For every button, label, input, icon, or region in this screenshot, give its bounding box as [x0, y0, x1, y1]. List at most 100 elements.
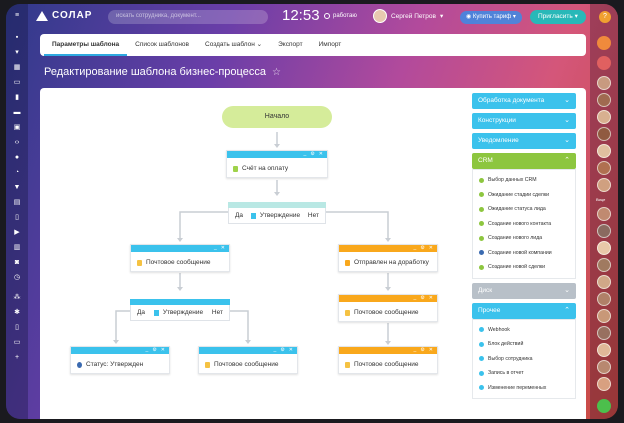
settings-icon[interactable]: ⚙: [280, 347, 285, 353]
avatar[interactable]: [597, 127, 611, 141]
globe-icon[interactable]: ●: [14, 154, 20, 161]
minimize-icon[interactable]: _: [413, 347, 417, 353]
invoice-node[interactable]: _⚙✕ Счёт на оплату: [226, 150, 328, 178]
calendar-icon[interactable]: ▭: [13, 79, 21, 86]
settings-icon[interactable]: ⚙: [420, 295, 425, 301]
drive-icon[interactable]: ▬: [13, 109, 21, 116]
tab-create-template[interactable]: Создать шаблон ⌄: [205, 41, 263, 48]
section-disk[interactable]: Диск⌄: [472, 282, 576, 299]
avatar[interactable]: [597, 207, 611, 221]
chart-icon[interactable]: ▮: [15, 94, 19, 101]
chat-icon[interactable]: ▪: [15, 34, 19, 41]
help-icon[interactable]: ?: [599, 11, 611, 23]
section-notification[interactable]: Уведомление⌄: [472, 133, 576, 149]
avatar[interactable]: [597, 161, 611, 175]
tab-template-list[interactable]: Список шаблонов: [135, 41, 190, 48]
close-icon[interactable]: ✕: [220, 245, 225, 251]
code-icon[interactable]: ‹›: [14, 139, 20, 146]
condition-node[interactable]: Да Утверждение Нет: [228, 202, 326, 224]
avatar[interactable]: [597, 309, 611, 323]
mail-node[interactable]: _⚙✕ Почтовое сообщение: [338, 346, 438, 374]
phone-icon[interactable]: [597, 399, 611, 413]
time-icon[interactable]: ◷: [13, 274, 21, 281]
network-icon[interactable]: ⁂: [13, 294, 21, 301]
minimize-icon[interactable]: _: [413, 245, 417, 251]
logo[interactable]: СОЛАР: [36, 10, 92, 21]
user-menu[interactable]: Сергей Петров▾: [373, 9, 443, 23]
notifications-icon[interactable]: [597, 36, 611, 50]
list-item[interactable]: Блок действий: [473, 337, 575, 352]
filter-icon[interactable]: ▾: [15, 49, 19, 56]
mail-node[interactable]: _⚙✕ Почтовое сообщение: [198, 346, 298, 374]
mail-node[interactable]: _✕ Почтовое сообщение: [130, 244, 230, 272]
section-document-processing[interactable]: Обработка документа⌄: [472, 93, 576, 109]
start-node[interactable]: Начало: [222, 106, 332, 128]
list-item[interactable]: Создание нового лида: [473, 231, 575, 246]
menu-icon[interactable]: ≡: [14, 12, 20, 19]
minimize-icon[interactable]: _: [413, 295, 417, 301]
mail-node[interactable]: _⚙✕ Почтовое сообщение: [338, 294, 438, 322]
list-item[interactable]: Создание новой компании: [473, 246, 575, 261]
monitor-icon[interactable]: ▭: [13, 339, 21, 346]
avatar[interactable]: [597, 241, 611, 255]
minimize-icon[interactable]: _: [214, 245, 217, 251]
video-icon[interactable]: ▶: [14, 229, 20, 236]
star-icon[interactable]: ☆: [271, 66, 281, 78]
close-icon[interactable]: ✕: [428, 245, 433, 251]
close-icon[interactable]: ✕: [288, 347, 293, 353]
avatar[interactable]: [597, 93, 611, 107]
cart-icon[interactable]: ▼: [13, 184, 21, 191]
search-small-icon[interactable]: [597, 56, 611, 70]
list-item[interactable]: Запись в отчет: [473, 366, 575, 381]
avatar[interactable]: [597, 326, 611, 340]
settings-icon[interactable]: ⚙: [310, 151, 315, 157]
buy-tariff-button[interactable]: ◉ Купить тариф ▾: [460, 11, 522, 24]
settings-icon[interactable]: ⚙: [420, 347, 425, 353]
tab-template-params[interactable]: Параметры шаблона: [44, 34, 128, 56]
add-icon[interactable]: +: [14, 354, 20, 361]
list-item[interactable]: Выбор сотрудника: [473, 352, 575, 367]
grid-icon[interactable]: ▦: [13, 64, 21, 71]
avatar[interactable]: [597, 178, 611, 192]
rework-node[interactable]: _⚙✕ Отправлен на доработку: [338, 244, 438, 272]
settings-icon[interactable]: ⚙: [152, 347, 157, 353]
avatar[interactable]: [597, 224, 611, 238]
minimize-icon[interactable]: _: [145, 347, 149, 353]
mobile-icon[interactable]: ▯: [15, 324, 19, 331]
condition-node[interactable]: Да Утверждение Нет: [130, 299, 230, 321]
avatar[interactable]: [597, 258, 611, 272]
tab-import[interactable]: Импорт: [318, 41, 342, 48]
list-item[interactable]: Ожидание статуса лида: [473, 202, 575, 217]
list-item[interactable]: Ожидание стадии сделки: [473, 188, 575, 203]
avatar[interactable]: [597, 360, 611, 374]
avatar[interactable]: [597, 377, 611, 391]
search-input[interactable]: искать сотрудника, документ...: [108, 10, 268, 24]
settings-icon[interactable]: ✱: [14, 309, 20, 316]
sites-icon[interactable]: ▤: [13, 199, 21, 206]
close-icon[interactable]: ✕: [160, 347, 165, 353]
doc-icon[interactable]: ▯: [15, 214, 19, 221]
section-constructions[interactable]: Конструкции⌄: [472, 113, 576, 129]
bank-icon[interactable]: ▥: [13, 244, 21, 251]
list-item[interactable]: Создание новой сделки: [473, 260, 575, 275]
section-crm[interactable]: CRM⌃: [472, 153, 576, 169]
robot-icon[interactable]: ◙: [14, 259, 20, 266]
section-other[interactable]: Прочее⌃: [472, 302, 576, 319]
avatar[interactable]: [597, 144, 611, 158]
close-icon[interactable]: ✕: [318, 151, 323, 157]
list-item[interactable]: Выбор данных CRM: [473, 173, 575, 188]
avatar[interactable]: [597, 76, 611, 90]
work-status[interactable]: работаю: [324, 13, 357, 19]
avatar[interactable]: [597, 275, 611, 289]
list-item[interactable]: Создание нового контакта: [473, 217, 575, 232]
minimize-icon[interactable]: _: [273, 347, 277, 353]
case-icon[interactable]: ▣: [13, 124, 21, 131]
close-icon[interactable]: ✕: [428, 295, 433, 301]
invite-button[interactable]: Пригласить ▾: [530, 10, 586, 24]
status-node[interactable]: _⚙✕ Статус: Утвержден: [70, 346, 170, 374]
clock-icon[interactable]: ◔: [14, 169, 20, 176]
list-item[interactable]: Webhook: [473, 323, 575, 338]
list-item[interactable]: Изменение переменных: [473, 381, 575, 396]
settings-icon[interactable]: ⚙: [420, 245, 425, 251]
minimize-icon[interactable]: _: [303, 151, 307, 157]
